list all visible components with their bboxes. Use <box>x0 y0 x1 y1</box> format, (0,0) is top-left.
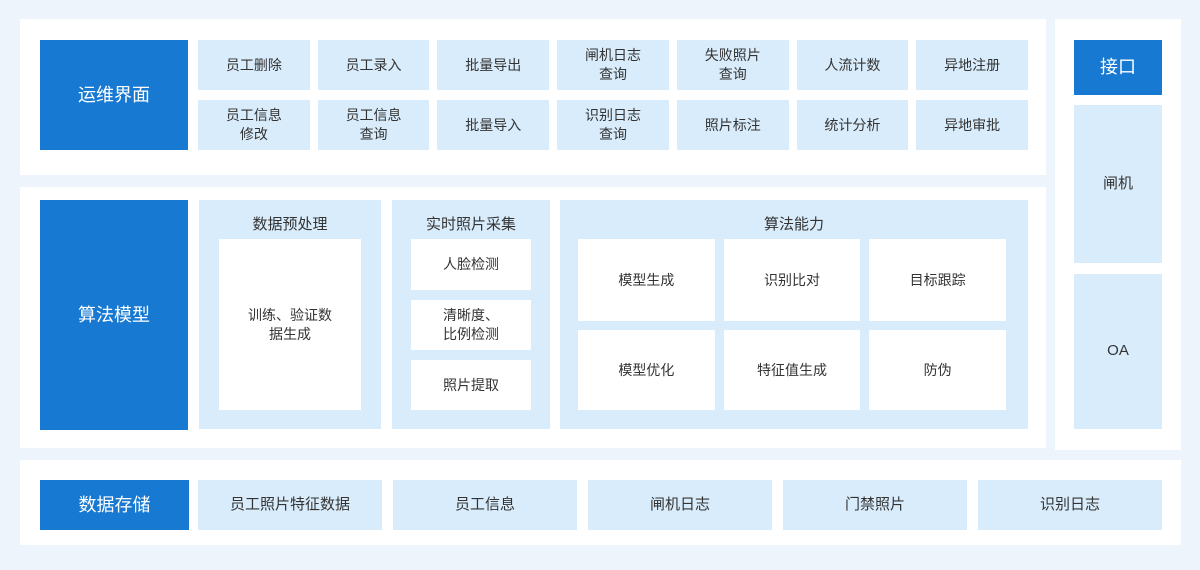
tile-employee-info-modify: 员工信息 修改 <box>198 100 310 150</box>
algorithm-panel: 算法模型 数据预处理 训练、验证数 据生成 实时照片采集 人脸检测 清晰度、 比… <box>20 187 1046 448</box>
ops-panel: 运维界面 员工删除 员工录入 批量导出 闸机日志 查询 失败照片 查询 人流计数… <box>20 19 1046 175</box>
tile-failed-photo-query: 失败照片 查询 <box>676 40 789 90</box>
realtime-photo-capture-group: 实时照片采集 人脸检测 清晰度、 比例检测 照片提取 <box>392 200 550 429</box>
tile-anti-spoofing: 防伪 <box>869 330 1006 410</box>
tile-employee-entry: 员工录入 <box>317 40 430 90</box>
ops-button-grid: 员工删除 员工录入 批量导出 闸机日志 查询 失败照片 查询 人流计数 异地注册… <box>198 40 1028 150</box>
algorithm-section-label: 算法模型 <box>40 200 188 430</box>
storage-panel: 数据存储 员工照片特征数据 员工信息 闸机日志 门禁照片 识别日志 <box>20 460 1181 545</box>
storage-section-label: 数据存储 <box>40 480 189 530</box>
data-preprocess-group: 数据预处理 训练、验证数 据生成 <box>199 200 381 429</box>
tile-employee-info-query: 员工信息 查询 <box>317 100 430 150</box>
tile-oa-interface: OA <box>1074 274 1162 429</box>
algorithm-capability-group: 算法能力 模型生成 识别比对 目标跟踪 模型优化 特征值生成 防伪 <box>560 200 1028 429</box>
interface-panel: 接口 闸机 OA <box>1055 19 1181 450</box>
tile-remote-approval: 异地审批 <box>916 100 1028 150</box>
tile-gate-interface: 闸机 <box>1074 105 1162 263</box>
tile-access-photo: 门禁照片 <box>783 480 967 530</box>
tile-recognition-comparison: 识别比对 <box>723 239 861 321</box>
tile-people-counting: 人流计数 <box>796 40 909 90</box>
storage-row: 员工照片特征数据 员工信息 闸机日志 门禁照片 识别日志 <box>198 480 1162 530</box>
tile-clarity-ratio-detection: 清晰度、 比例检测 <box>411 300 531 350</box>
tile-photo-extraction: 照片提取 <box>411 360 531 410</box>
tile-remote-register: 异地注册 <box>916 40 1028 90</box>
tile-feature-value-generation: 特征值生成 <box>723 330 861 410</box>
tile-target-tracking: 目标跟踪 <box>869 239 1006 321</box>
tile-face-detection: 人脸检测 <box>411 239 531 290</box>
interface-section-label: 接口 <box>1074 40 1162 95</box>
tile-employee-photo-feature-data: 员工照片特征数据 <box>198 480 382 530</box>
data-preprocess-title: 数据预处理 <box>252 216 328 233</box>
tile-photo-annotation: 照片标注 <box>676 100 789 150</box>
tile-training-validation-data-generation: 训练、验证数 据生成 <box>219 239 361 410</box>
ops-section-label: 运维界面 <box>40 40 188 150</box>
tile-recognition-log: 识别日志 <box>978 480 1162 530</box>
tile-batch-export: 批量导出 <box>437 40 550 90</box>
tile-model-optimization: 模型优化 <box>578 330 715 410</box>
tile-gate-log: 闸机日志 <box>588 480 772 530</box>
tile-employee-delete: 员工删除 <box>198 40 310 90</box>
tile-recognition-log-query: 识别日志 查询 <box>557 100 669 150</box>
tile-model-generation: 模型生成 <box>578 239 715 321</box>
tile-statistics-analysis: 统计分析 <box>796 100 909 150</box>
realtime-photo-capture-title: 实时照片采集 <box>425 216 516 233</box>
algorithm-capability-title: 算法能力 <box>763 216 824 233</box>
tile-employee-info: 员工信息 <box>393 480 577 530</box>
tile-gate-log-query: 闸机日志 查询 <box>557 40 669 90</box>
tile-batch-import: 批量导入 <box>437 100 550 150</box>
algorithm-capability-grid: 模型生成 识别比对 目标跟踪 模型优化 特征值生成 防伪 <box>578 239 1006 410</box>
